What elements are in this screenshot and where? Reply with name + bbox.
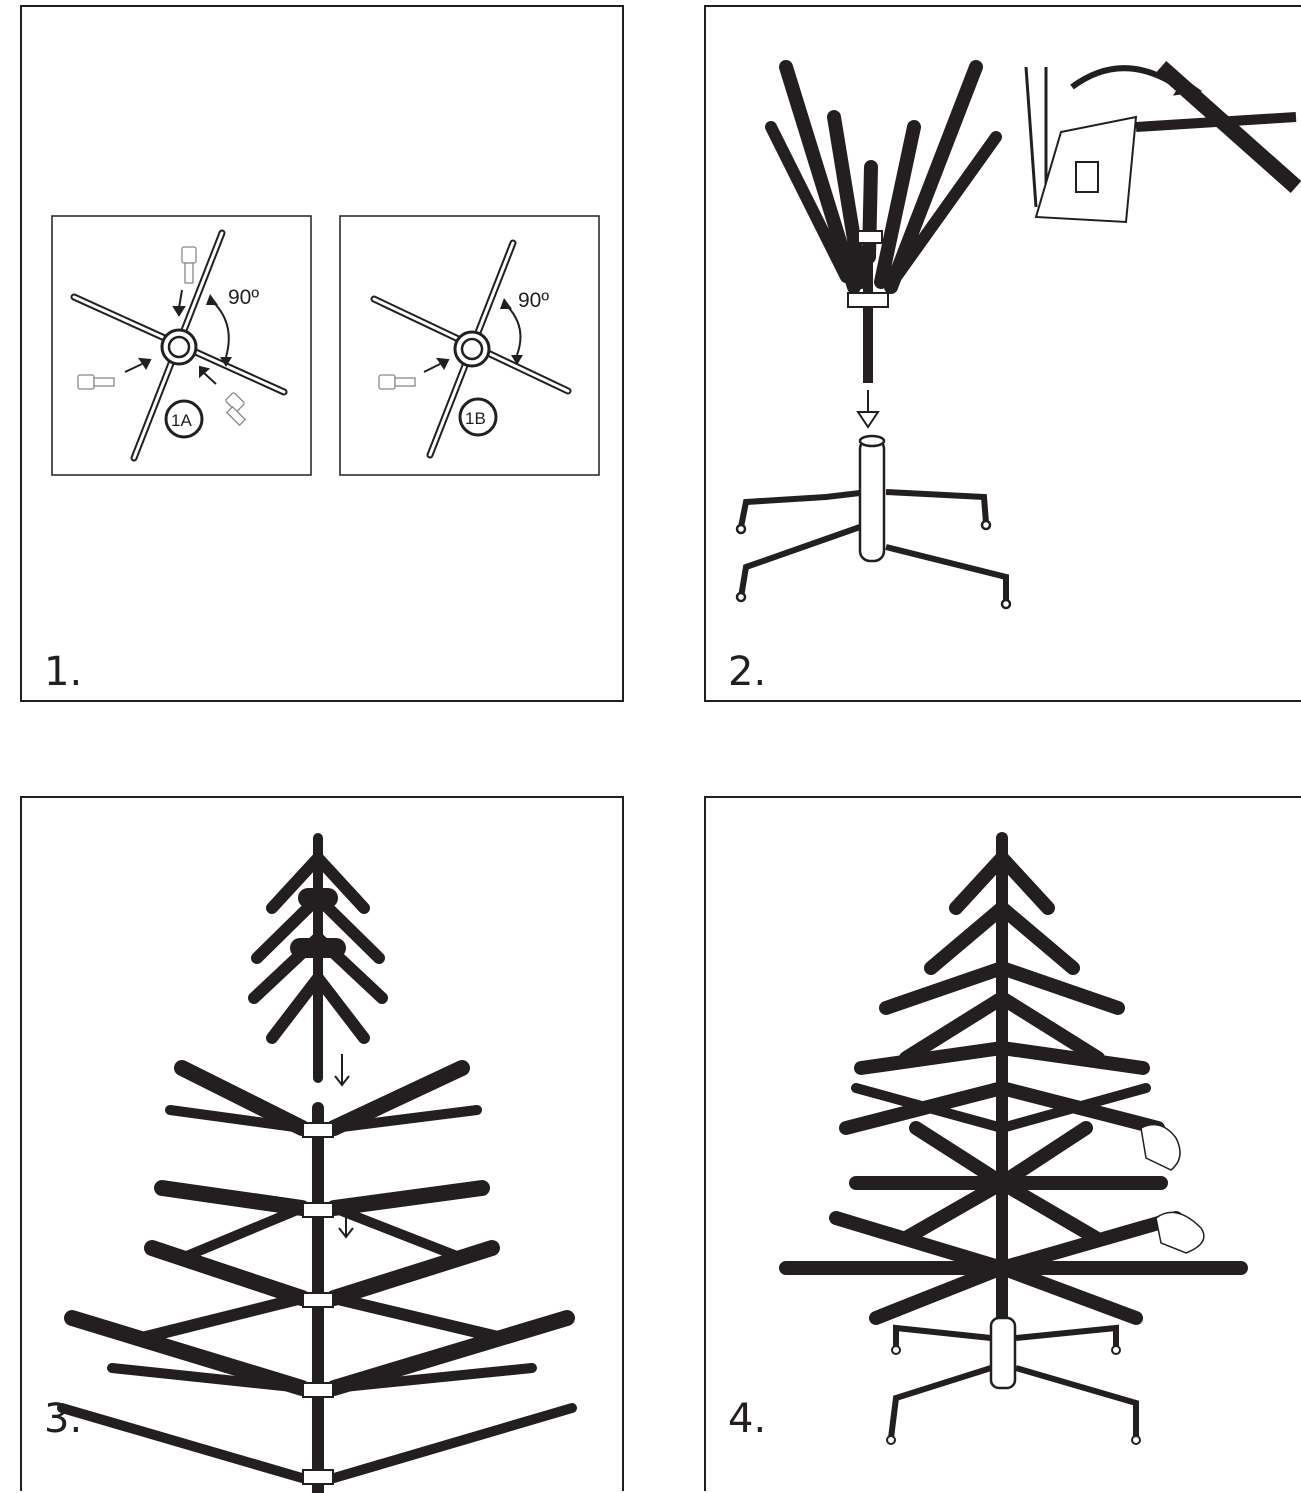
tree-stand [737, 436, 1010, 608]
screw-icon [379, 375, 415, 389]
angle-label-1b: 90º [518, 289, 549, 312]
stand-assembly-illustration: 90º 1A 90º 1B [22, 7, 626, 704]
arrow-down-icon [858, 390, 878, 427]
tree-base-insertion-illustration [706, 7, 1301, 704]
angle-label-1a: 90º [228, 286, 259, 309]
tree-section-stacking-illustration [22, 798, 626, 1493]
inset-1a [52, 216, 311, 475]
step-1-panel: 90º 1A 90º 1B 1. [20, 5, 624, 702]
branch-hinge-detail [1026, 67, 1296, 222]
step-2-panel: 2. [704, 5, 1301, 702]
completed-tree-illustration [706, 798, 1301, 1493]
step-4-panel: 4. [704, 796, 1301, 1491]
tree-stand [891, 1318, 1136, 1438]
step-3-panel: 3. [20, 796, 624, 1491]
step-number: 3. [44, 1396, 82, 1442]
assembled-tree [786, 838, 1241, 1338]
arrow-icon [424, 359, 448, 372]
badge-1b: 1B [465, 409, 486, 428]
badge-1a: 1A [171, 411, 192, 430]
inset-1b [340, 216, 599, 475]
step-number: 4. [728, 1396, 766, 1442]
step-number: 1. [44, 649, 82, 695]
step-number: 2. [728, 649, 766, 695]
tree-top-section [254, 838, 382, 1078]
folded-tree-section [771, 67, 996, 383]
